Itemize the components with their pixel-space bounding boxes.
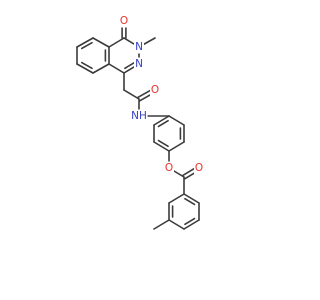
atom-label-n-ring: N	[135, 58, 143, 70]
single-bond	[183, 219, 200, 230]
single-bond	[168, 193, 185, 204]
single-bond	[183, 193, 200, 204]
double-bond-inner	[157, 119, 169, 128]
single-bond	[108, 37, 125, 48]
single-bond	[76, 37, 94, 48]
atom-label-background	[134, 57, 144, 71]
atom-labels: O NN O NH O O	[119, 14, 204, 175]
single-bond	[108, 63, 125, 74]
single-bond	[123, 89, 140, 100]
atom-label-background	[150, 83, 160, 97]
atom-label-background	[134, 40, 144, 54]
single-bond	[168, 219, 185, 230]
atom-label-background	[194, 161, 204, 175]
double-bond-inner	[80, 41, 93, 50]
double-bond-inner	[184, 197, 196, 206]
single-bond	[168, 115, 185, 126]
atom-label-o-ketone: O	[120, 15, 128, 27]
single-bond	[153, 141, 170, 152]
double-bond-inner	[184, 217, 196, 226]
single-bond	[76, 63, 94, 74]
atom-label-background	[130, 109, 148, 123]
molecule-structure: O NN O NH O O	[76, 14, 204, 230]
double-bond-inner	[157, 139, 169, 148]
single-bond	[92, 63, 110, 74]
atom-label-background	[119, 14, 129, 28]
atom-label-o-ester-link: O	[165, 162, 173, 174]
double-bond-inner	[80, 61, 93, 70]
single-bond	[92, 37, 110, 48]
single-bond	[153, 115, 170, 126]
atom-label-o-ester-carbonyl: O	[195, 162, 203, 174]
atom-label-n-methyl: N	[135, 41, 143, 53]
double-bond-inner	[124, 61, 136, 70]
atom-label-background	[164, 161, 174, 175]
single-bond	[153, 219, 170, 230]
atom-label-o-amide: O	[151, 84, 159, 96]
single-bond	[168, 141, 185, 152]
atom-label-n-amide: NH	[131, 110, 147, 122]
